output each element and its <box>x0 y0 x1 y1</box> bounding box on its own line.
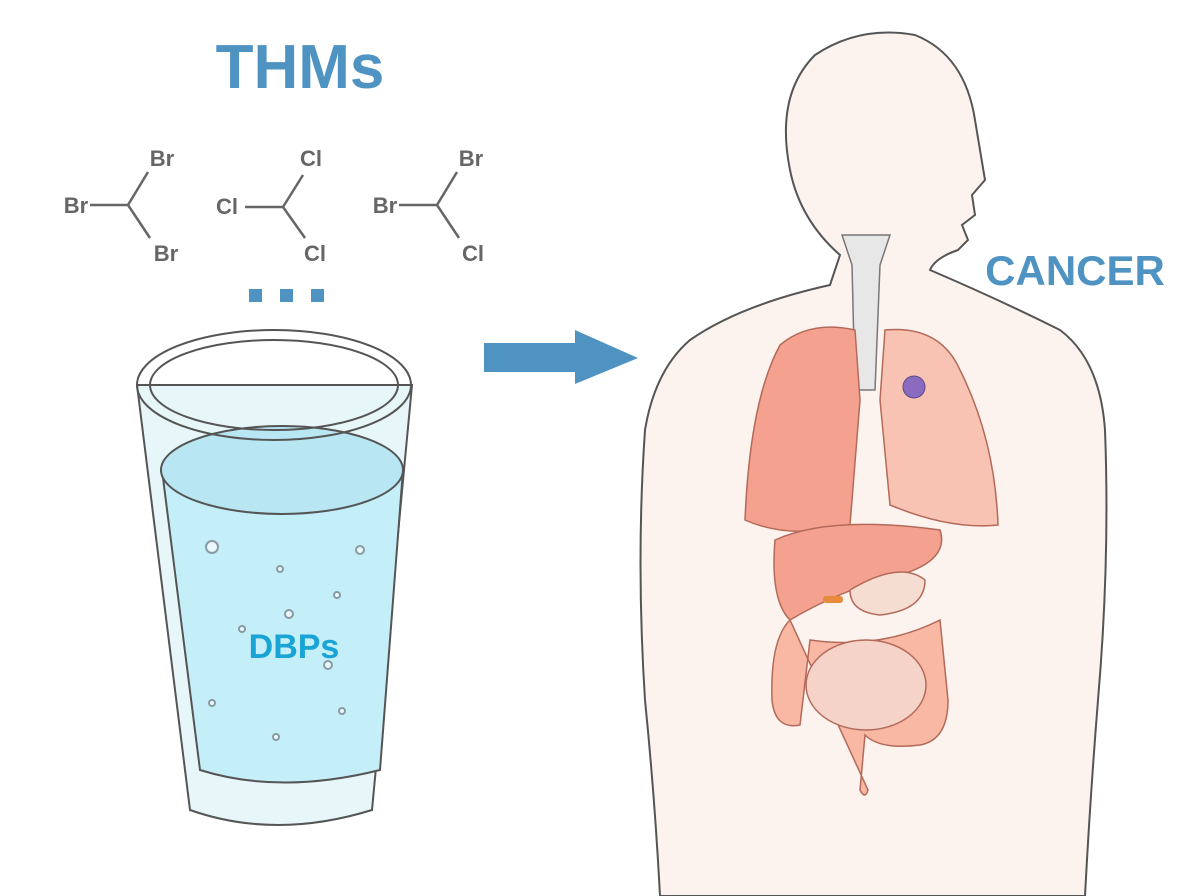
water <box>160 469 405 784</box>
small-intestine <box>805 639 927 731</box>
molecule-bromoform: Br Br Br <box>64 146 179 266</box>
atom-top: Cl <box>300 146 322 171</box>
stomach <box>849 571 926 616</box>
bubbles <box>205 540 365 741</box>
water-surface <box>160 425 404 515</box>
molecule-chloroform: Cl Cl Cl <box>216 146 326 266</box>
bond <box>126 204 152 239</box>
cancer-label: CANCER <box>985 247 1165 294</box>
ellipsis-dots <box>249 289 324 302</box>
bond <box>281 174 305 208</box>
bond <box>435 204 461 239</box>
molecule-bromodichloromethane: Br Br Cl <box>373 146 484 266</box>
atom-left: Br <box>64 193 89 218</box>
atom-top: Br <box>459 146 484 171</box>
tumor <box>902 375 926 399</box>
arrow-icon <box>484 330 638 384</box>
water-glass: DBPs <box>135 329 414 826</box>
atom-bottom: Cl <box>304 241 326 266</box>
gallbladder <box>823 596 843 603</box>
atom-top: Br <box>150 146 175 171</box>
atom-left: Br <box>373 193 398 218</box>
atom-bottom: Br <box>154 241 179 266</box>
bond <box>281 206 307 239</box>
atom-bottom: Cl <box>462 241 484 266</box>
human-body <box>639 31 1108 896</box>
dbps-label: DBPs <box>249 628 340 666</box>
bond <box>126 171 150 206</box>
atom-left: Cl <box>216 194 238 219</box>
bond <box>435 171 459 206</box>
thms-title: THMs <box>216 33 385 102</box>
trachea <box>840 234 892 391</box>
